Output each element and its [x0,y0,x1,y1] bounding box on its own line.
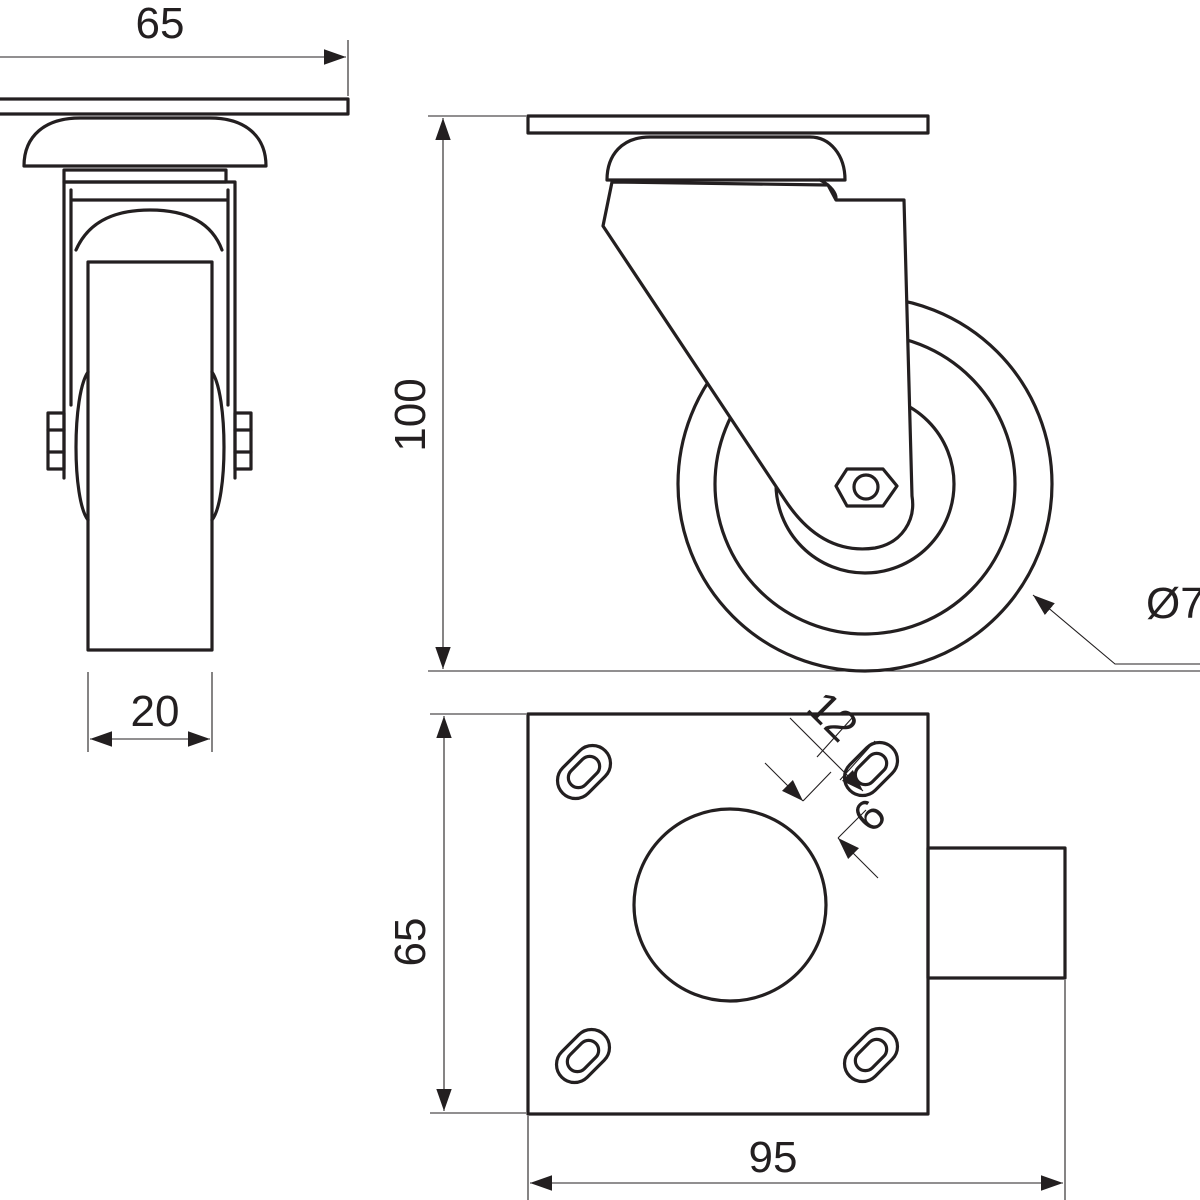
front-axle-nut-lines [46,428,253,454]
dim-label-wheel-width: 20 [131,687,180,736]
dim-label-overall-height: 100 [386,378,435,451]
dim-label-overall-length: 95 [749,1133,798,1182]
dimension-slot-length: 12 [789,682,876,792]
dimension-plate-height: 65 [386,713,526,1114]
front-top-plate [0,97,350,116]
dimension-overall-length: 95 [527,980,1066,1200]
side-view [526,114,1054,673]
mounting-slot-bottom-left [554,1027,612,1085]
dim-label-plate-height: 65 [386,918,435,967]
top-fork-stem [926,846,1067,980]
front-fork-inner [69,188,230,407]
side-fork-arm [601,180,915,551]
front-axle-nut-left [46,411,66,471]
dimension-wheel-width: 20 [87,672,213,752]
front-wheel-side-left [74,370,90,522]
mounting-slot-bottom-right [842,1026,900,1084]
front-swivel-dome [22,116,268,168]
top-plate-outline [526,712,930,1116]
top-view [526,712,1067,1116]
dimension-front-width: 65 [0,0,349,96]
side-swivel-dome [605,135,847,182]
dimension-overall-height: 100 [386,115,1200,672]
mounting-slot-top-left [555,743,613,801]
side-top-plate [526,114,930,135]
dim-label-slot-width: 6 [844,790,896,842]
top-kingpin-circle [632,807,828,1003]
front-wheel-hub-arc [74,208,224,252]
front-fork-collar [62,168,228,184]
dimension-wheel-diameter: Ø7 [1032,579,1200,665]
front-axle-nut-right [233,411,253,471]
axle-hex-nut [834,467,899,508]
dim-label-wheel-diameter: Ø7 [1146,579,1200,628]
front-wheel-side-right [210,370,226,522]
dim-label-slot-length: 12 [798,682,867,751]
front-view [0,97,350,652]
dim-label-front-width: 65 [136,0,185,48]
front-wheel-tread [86,260,214,652]
